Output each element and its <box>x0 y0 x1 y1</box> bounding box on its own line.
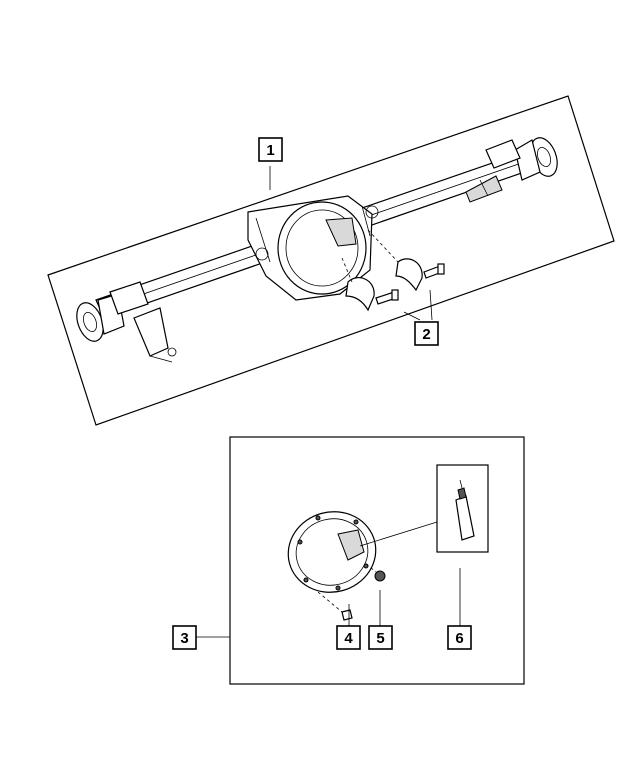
bearing-cap-icon <box>345 258 423 312</box>
svg-text:1: 1 <box>266 142 274 159</box>
cover-kit-frame <box>229 436 525 685</box>
leader-line-2 <box>403 289 433 321</box>
callout-1: 1 <box>258 137 283 162</box>
callout-2: 2 <box>414 321 439 346</box>
svg-text:6: 6 <box>455 630 463 647</box>
svg-text:5: 5 <box>376 630 384 647</box>
svg-text:2: 2 <box>422 326 430 343</box>
sealant-tube-icon <box>455 479 475 541</box>
callout-5: 5 <box>368 625 393 650</box>
svg-text:4: 4 <box>344 630 353 647</box>
callout-6: 6 <box>447 625 472 650</box>
bolt-icon <box>341 609 353 621</box>
callout-4: 4 <box>336 625 361 650</box>
bolt-icon <box>375 263 445 305</box>
differential-cover-icon <box>287 511 377 593</box>
fill-plug-icon <box>374 570 386 582</box>
axle-housing-icon <box>76 137 558 363</box>
svg-text:3: 3 <box>180 630 188 647</box>
sealant-tube-box <box>436 464 489 553</box>
callout-3: 3 <box>172 625 197 650</box>
axle-assembly-frame <box>47 95 615 426</box>
